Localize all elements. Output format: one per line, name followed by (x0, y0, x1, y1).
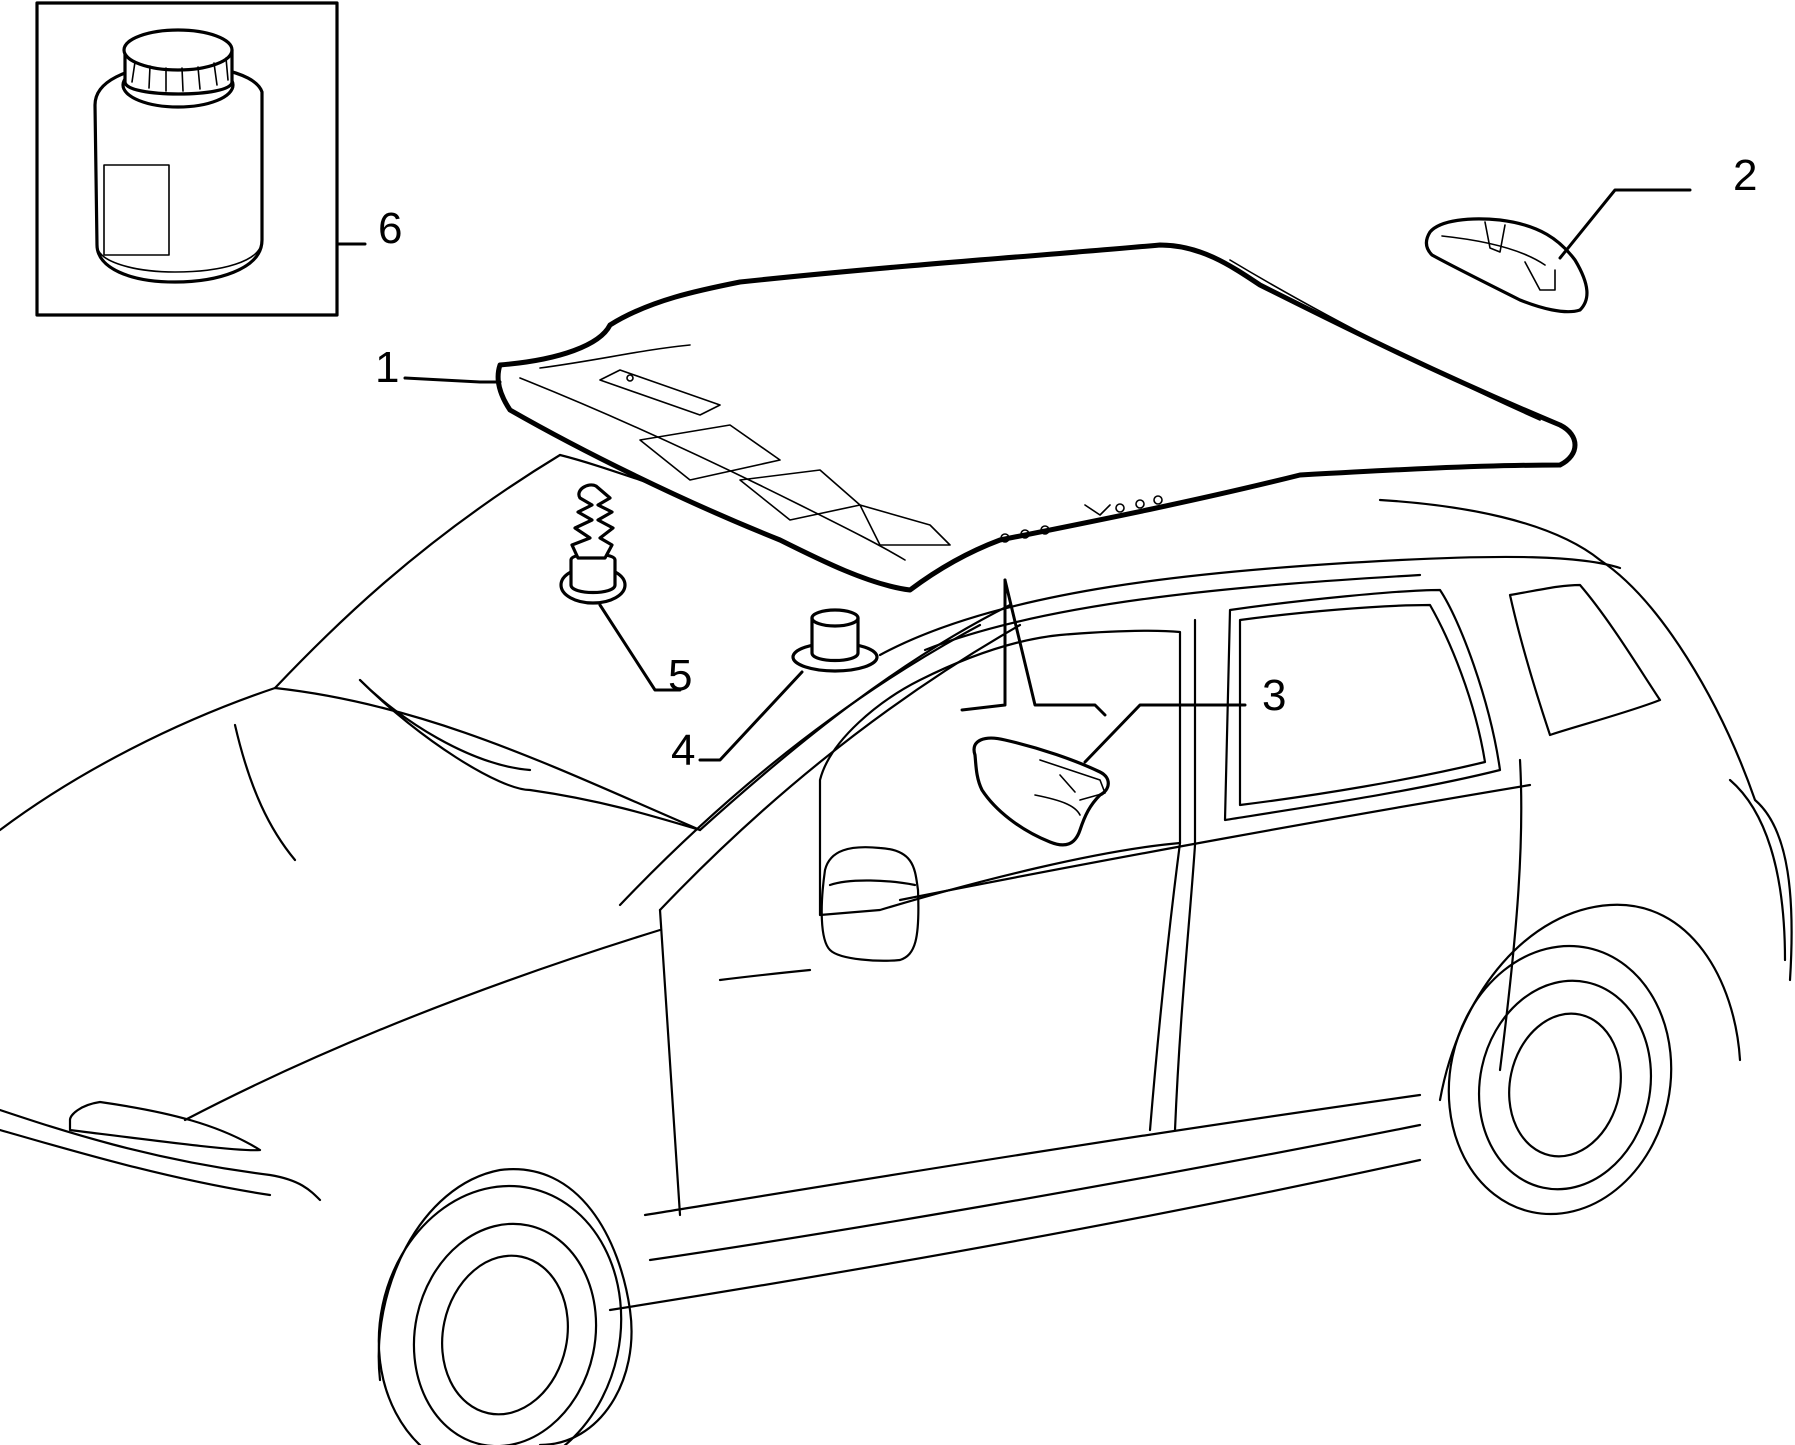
leader-3 (1083, 703, 1247, 764)
callout-5: 5 (668, 651, 692, 700)
bushing-part (791, 608, 879, 673)
front-wheel (377, 1168, 633, 1445)
leader-5 (598, 603, 682, 692)
roof-lining-part (495, 242, 1578, 593)
callout-labels: 1 2 3 4 5 6 (375, 151, 1757, 775)
car-body-outline (0, 453, 1793, 1312)
rear-wheel (1438, 903, 1742, 1216)
leader-2 (1558, 188, 1692, 260)
callout-3: 3 (1262, 671, 1286, 720)
rivet-part (559, 483, 627, 605)
callout-4: 4 (671, 726, 695, 775)
leader-4 (698, 670, 804, 762)
callout-2: 2 (1733, 151, 1757, 200)
leader-lines (335, 188, 1692, 764)
adhesive-bottle-part (35, 1, 339, 317)
leader-3-roof (960, 578, 1007, 712)
leader-1 (403, 376, 502, 384)
leader-3-roof-b (1003, 578, 1107, 717)
sunvisor-clip-part (972, 736, 1110, 847)
callout-6: 6 (378, 204, 402, 253)
handle-cover-part (1424, 217, 1589, 314)
callout-1: 1 (375, 343, 399, 392)
